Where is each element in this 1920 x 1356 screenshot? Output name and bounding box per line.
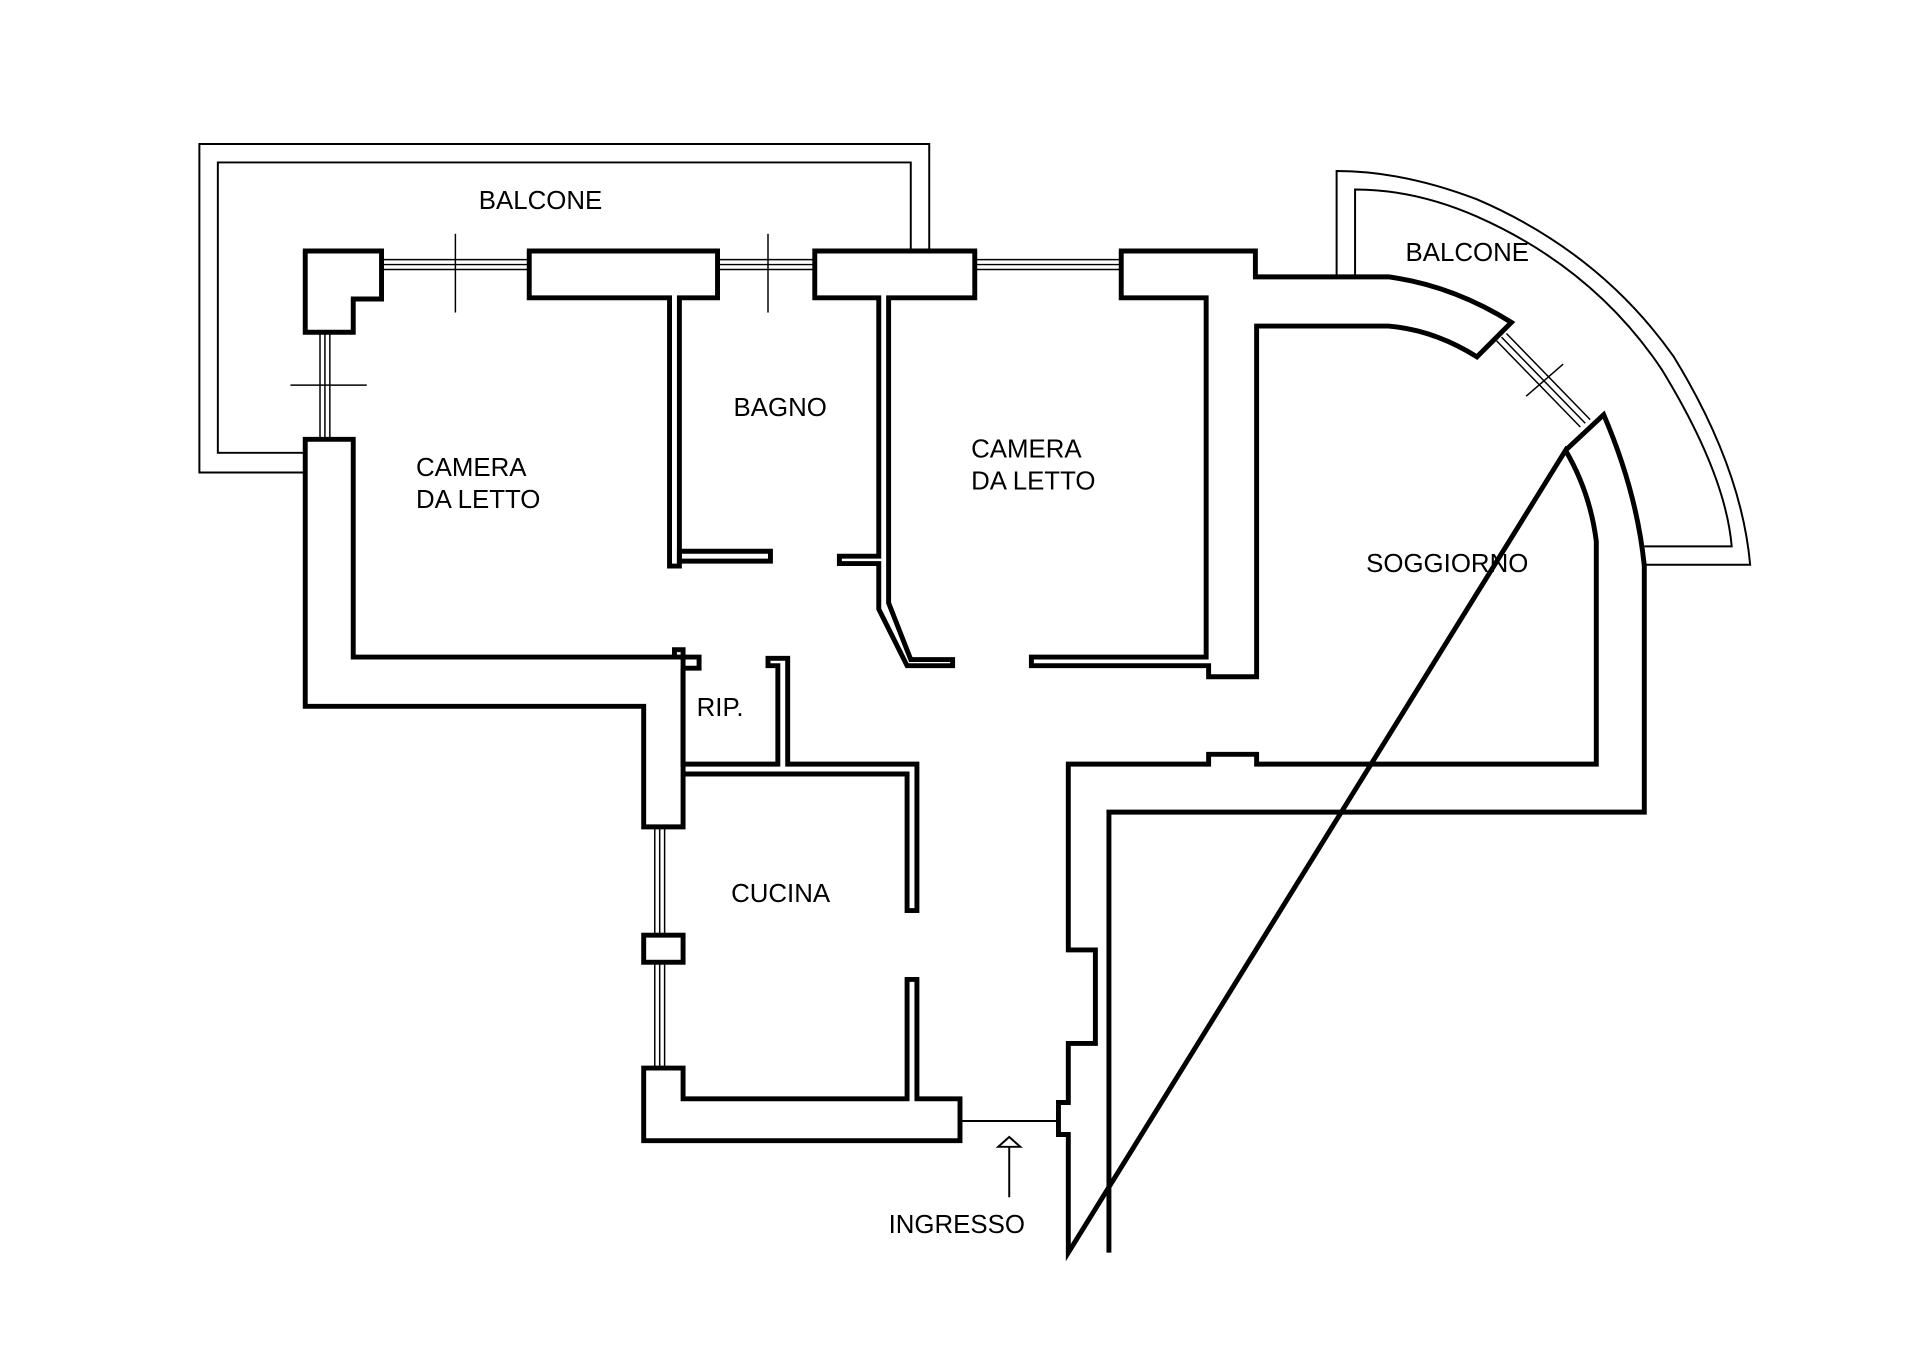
label-ripostiglio: RIP. bbox=[697, 694, 744, 722]
wall-top bbox=[302, 248, 1516, 680]
label-camera2-line1: CAMERA bbox=[971, 436, 1082, 464]
label-bagno: BAGNO bbox=[734, 394, 827, 422]
arrow-up-icon bbox=[995, 1135, 1023, 1198]
label-balcone-left: BALCONE bbox=[479, 187, 602, 215]
balcony-right bbox=[1335, 170, 1752, 566]
wall-kitchen-right bbox=[641, 977, 963, 1144]
label-camera2-line2: DA LETTO bbox=[971, 468, 1095, 496]
label-cucina: CUCINA bbox=[731, 880, 831, 908]
wall-left-outer bbox=[302, 436, 686, 830]
balcony-left bbox=[198, 142, 931, 474]
label-ingresso: INGRESSO bbox=[889, 1211, 1025, 1239]
label-camera1-line2: DA LETTO bbox=[416, 486, 540, 514]
wall-rip-small bbox=[683, 654, 702, 671]
label-balcone-right: BALCONE bbox=[1406, 239, 1529, 267]
wall-ripostiglio bbox=[680, 655, 920, 914]
wall-soggiorno bbox=[1056, 410, 1647, 1262]
label-camera1-line1: CAMERA bbox=[416, 454, 527, 482]
label-soggiorno: SOGGIORNO bbox=[1366, 550, 1528, 578]
wall-bagno-bottom bbox=[676, 548, 773, 564]
windows bbox=[290, 233, 1591, 1069]
kitchen-pillar bbox=[641, 932, 686, 965]
